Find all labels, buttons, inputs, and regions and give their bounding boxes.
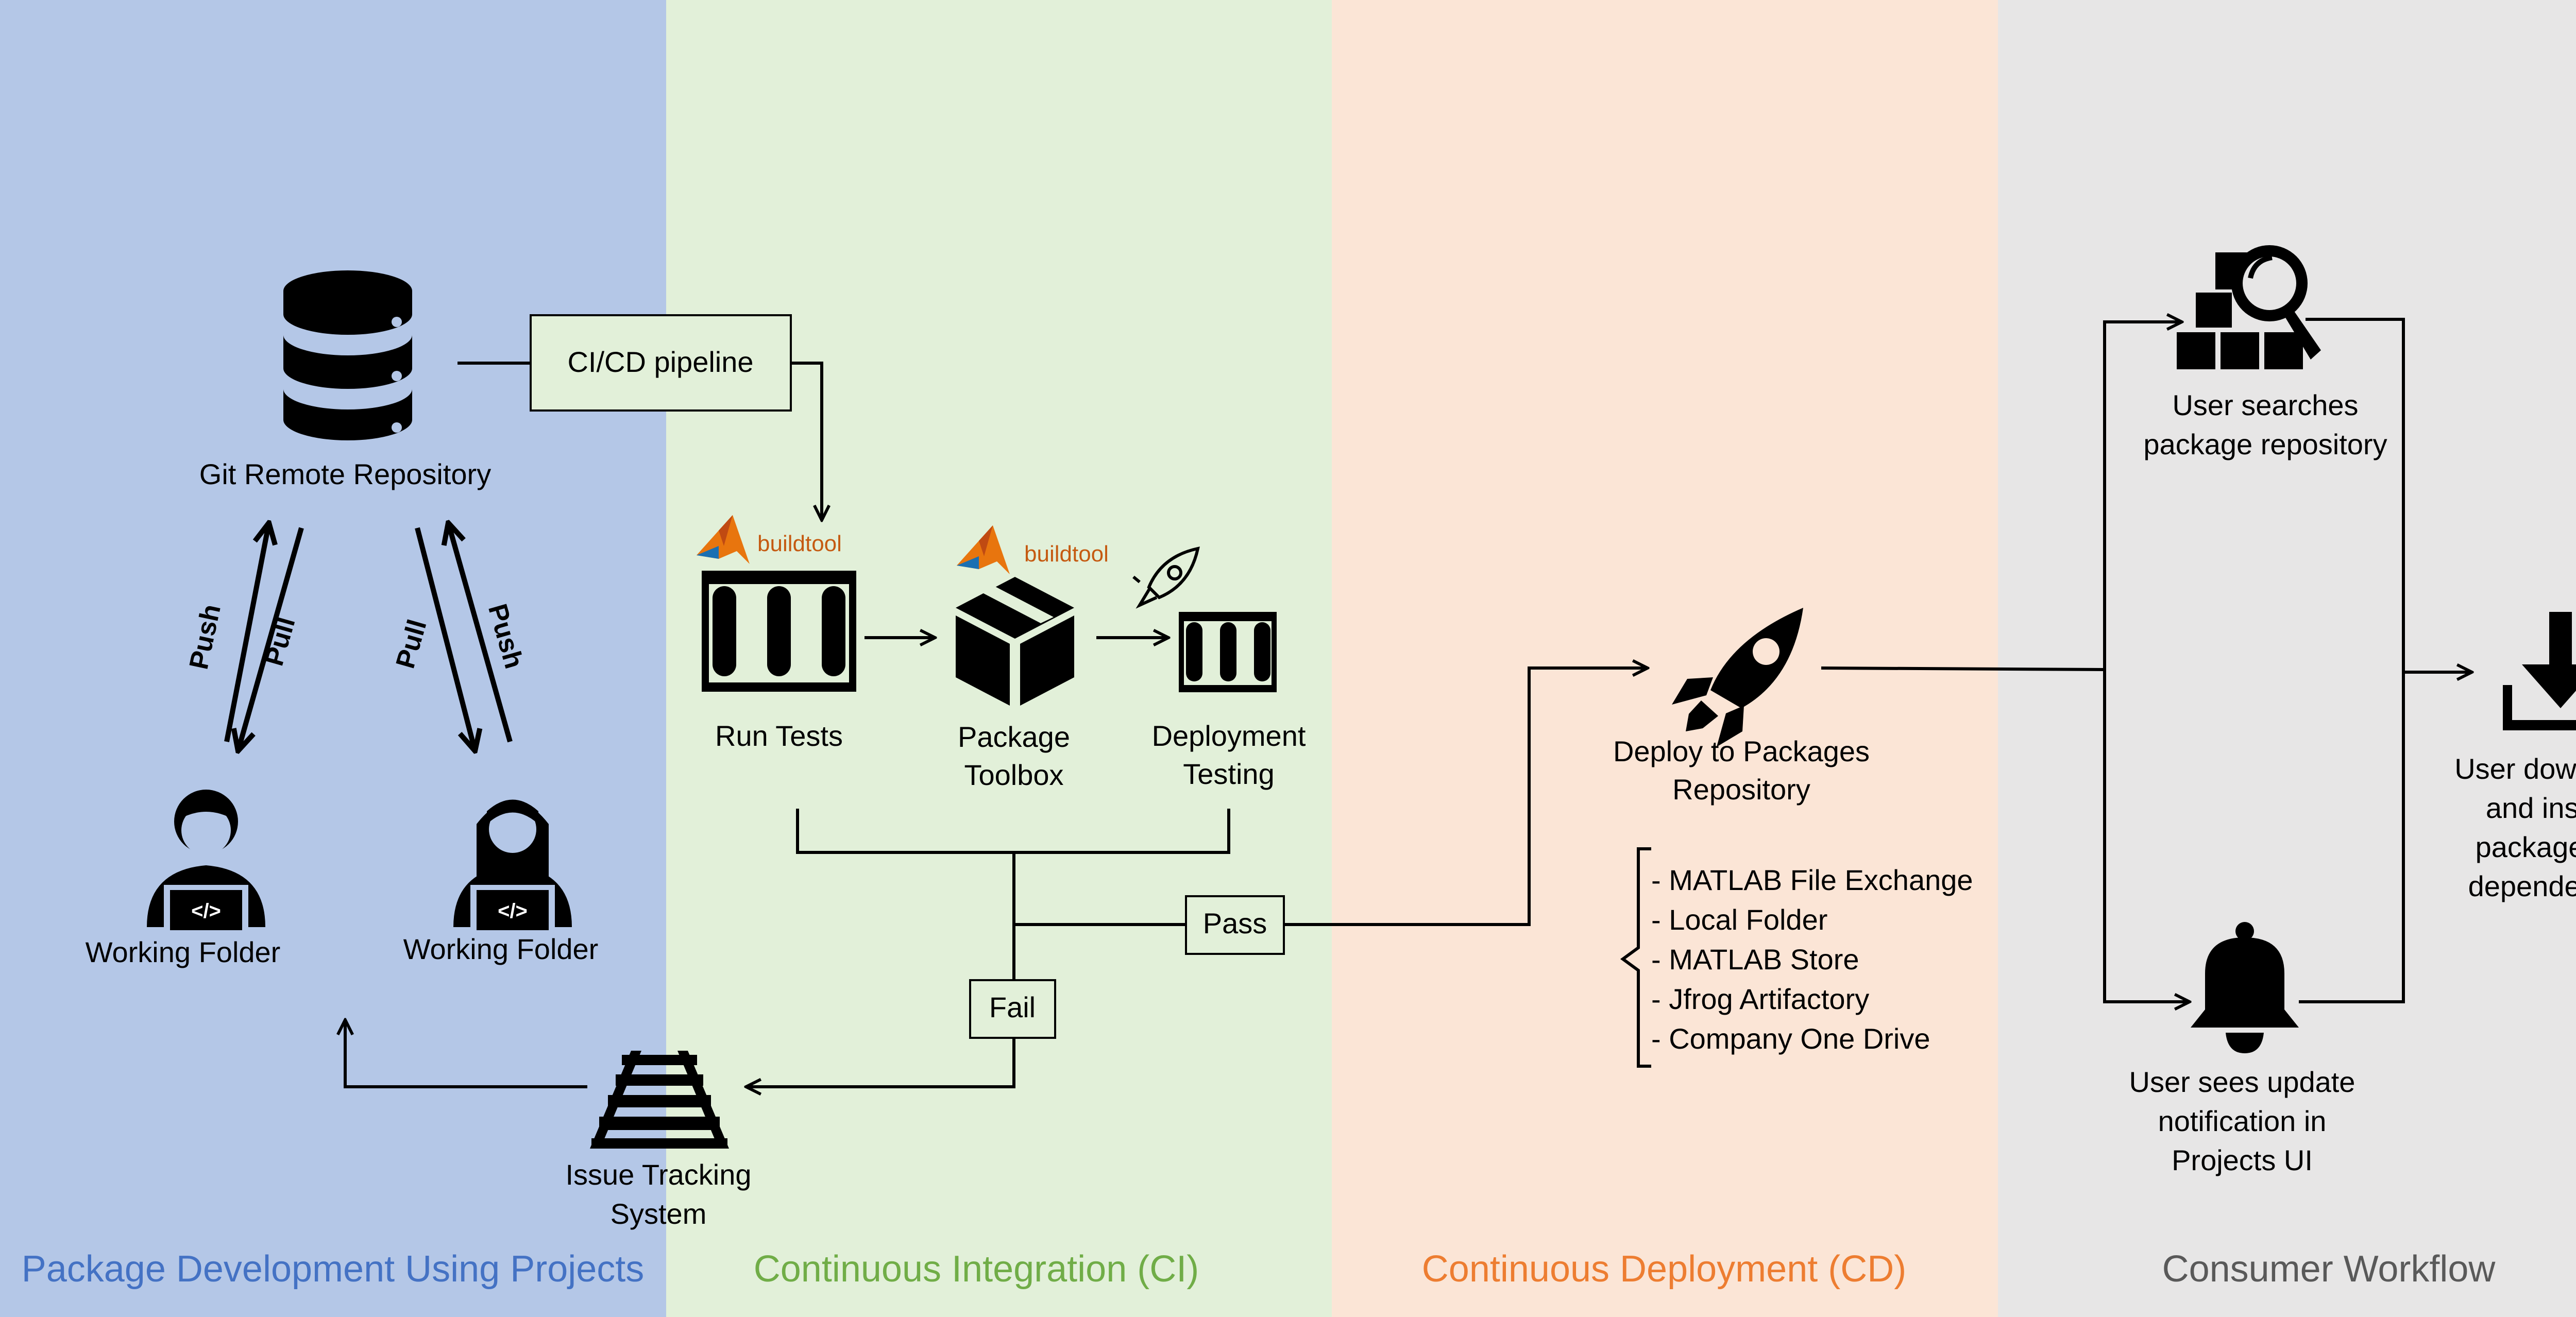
- panel-ci-title: Continuous Integration (CI): [754, 1248, 1199, 1290]
- package-toolbox-label-2: Toolbox: [964, 759, 1063, 791]
- panel-dev: [0, 0, 666, 1317]
- destination-item: - Jfrog Artifactory: [1651, 983, 1869, 1015]
- pass-box: [1185, 895, 1285, 955]
- database-icon: [283, 270, 412, 440]
- search-label-2: package repository: [2143, 428, 2387, 460]
- working-folder-1-label: Working Folder: [86, 936, 281, 968]
- run-tests-label: Run Tests: [715, 720, 843, 752]
- rocket-icon: [1672, 608, 1803, 747]
- package-box-icon: [956, 577, 1074, 706]
- deploy-label-1: Deploy to Packages: [1613, 735, 1870, 767]
- fail-label: Fail: [989, 991, 1036, 1023]
- panel-cd: [1332, 0, 1998, 1317]
- search-label-1: User searches: [2172, 389, 2358, 421]
- pass-to-deploy-arrow: [1284, 668, 1648, 926]
- package-search-icon: [2177, 245, 2321, 369]
- destinations-brace: [1620, 847, 1651, 1068]
- download-label-2: and installs: [2486, 792, 2576, 824]
- download-icon: [2503, 612, 2576, 730]
- developer-icon: </>: [453, 799, 572, 934]
- notify-to-download-line: [2299, 672, 2405, 1003]
- notify-label-1: User sees update: [2129, 1066, 2355, 1098]
- panel-dev-title: Package Development Using Projects: [22, 1248, 645, 1290]
- pass-label: Pass: [1203, 907, 1267, 939]
- pipeline-box: [530, 314, 792, 412]
- destination-item: - Company One Drive: [1651, 1022, 1930, 1055]
- railroad-track-icon: [590, 1051, 729, 1149]
- svg-text:</>: </>: [191, 900, 221, 922]
- destinations-list: - MATLAB File Exchange - Local Folder - MA…: [1651, 864, 1973, 1055]
- buildtool-label-1: buildtool: [757, 531, 842, 556]
- destination-item: - Local Folder: [1651, 903, 1827, 936]
- destination-item: - MATLAB Store: [1651, 943, 1859, 976]
- deployment-testing-label-1: Deployment: [1152, 720, 1306, 752]
- issue-tracking-label-1: Issue Tracking: [565, 1158, 751, 1191]
- panel-consumer-title: Consumer Workflow: [2162, 1248, 2496, 1290]
- notify-label-3: Projects UI: [2172, 1144, 2313, 1176]
- panel-consumer: [1998, 0, 2576, 1317]
- issue-to-dev-arrow: [345, 1020, 587, 1088]
- package-toolbox-label-1: Package: [958, 721, 1070, 753]
- deployment-testing-label-2: Testing: [1183, 758, 1274, 790]
- svg-text:</>: </>: [498, 900, 528, 922]
- rocket-test-tubes-icon: [1132, 546, 1277, 692]
- notify-label-2: notification in: [2158, 1105, 2327, 1137]
- matlab-logo-icon: [697, 515, 750, 564]
- consumer-branch-arrows: [2103, 670, 2190, 1002]
- ci-results-bracket: [746, 809, 1230, 1087]
- working-folder-2-label: Working Folder: [403, 933, 599, 965]
- pipeline-to-tests-arrow: [791, 362, 822, 520]
- issue-tracking-label-2: System: [611, 1198, 707, 1230]
- matlab-logo-icon: [957, 525, 1010, 574]
- destination-item: - MATLAB File Exchange: [1651, 864, 1973, 896]
- push-pull-arrows: [224, 523, 513, 751]
- git-remote-label: Git Remote Repository: [199, 458, 491, 490]
- deploy-label-2: Repository: [1672, 773, 1810, 806]
- panel-cd-title: Continuous Deployment (CD): [1422, 1248, 1906, 1290]
- search-to-download-line: [2306, 318, 2405, 672]
- download-label-1: User downloads: [2454, 752, 2576, 785]
- developer-icon: </>: [147, 790, 265, 934]
- download-label-3: package and: [2476, 831, 2576, 863]
- test-tubes-icon: [702, 571, 856, 692]
- deploy-to-consumer-line: [1821, 666, 2105, 671]
- consumer-branch-arrows: [2103, 322, 2182, 670]
- bell-icon: [2191, 922, 2299, 1053]
- fail-box: [969, 979, 1056, 1039]
- buildtool-label-2: buildtool: [1024, 541, 1109, 567]
- download-label-4: dependencies: [2468, 870, 2576, 902]
- pipeline-label: CI/CD pipeline: [567, 346, 753, 378]
